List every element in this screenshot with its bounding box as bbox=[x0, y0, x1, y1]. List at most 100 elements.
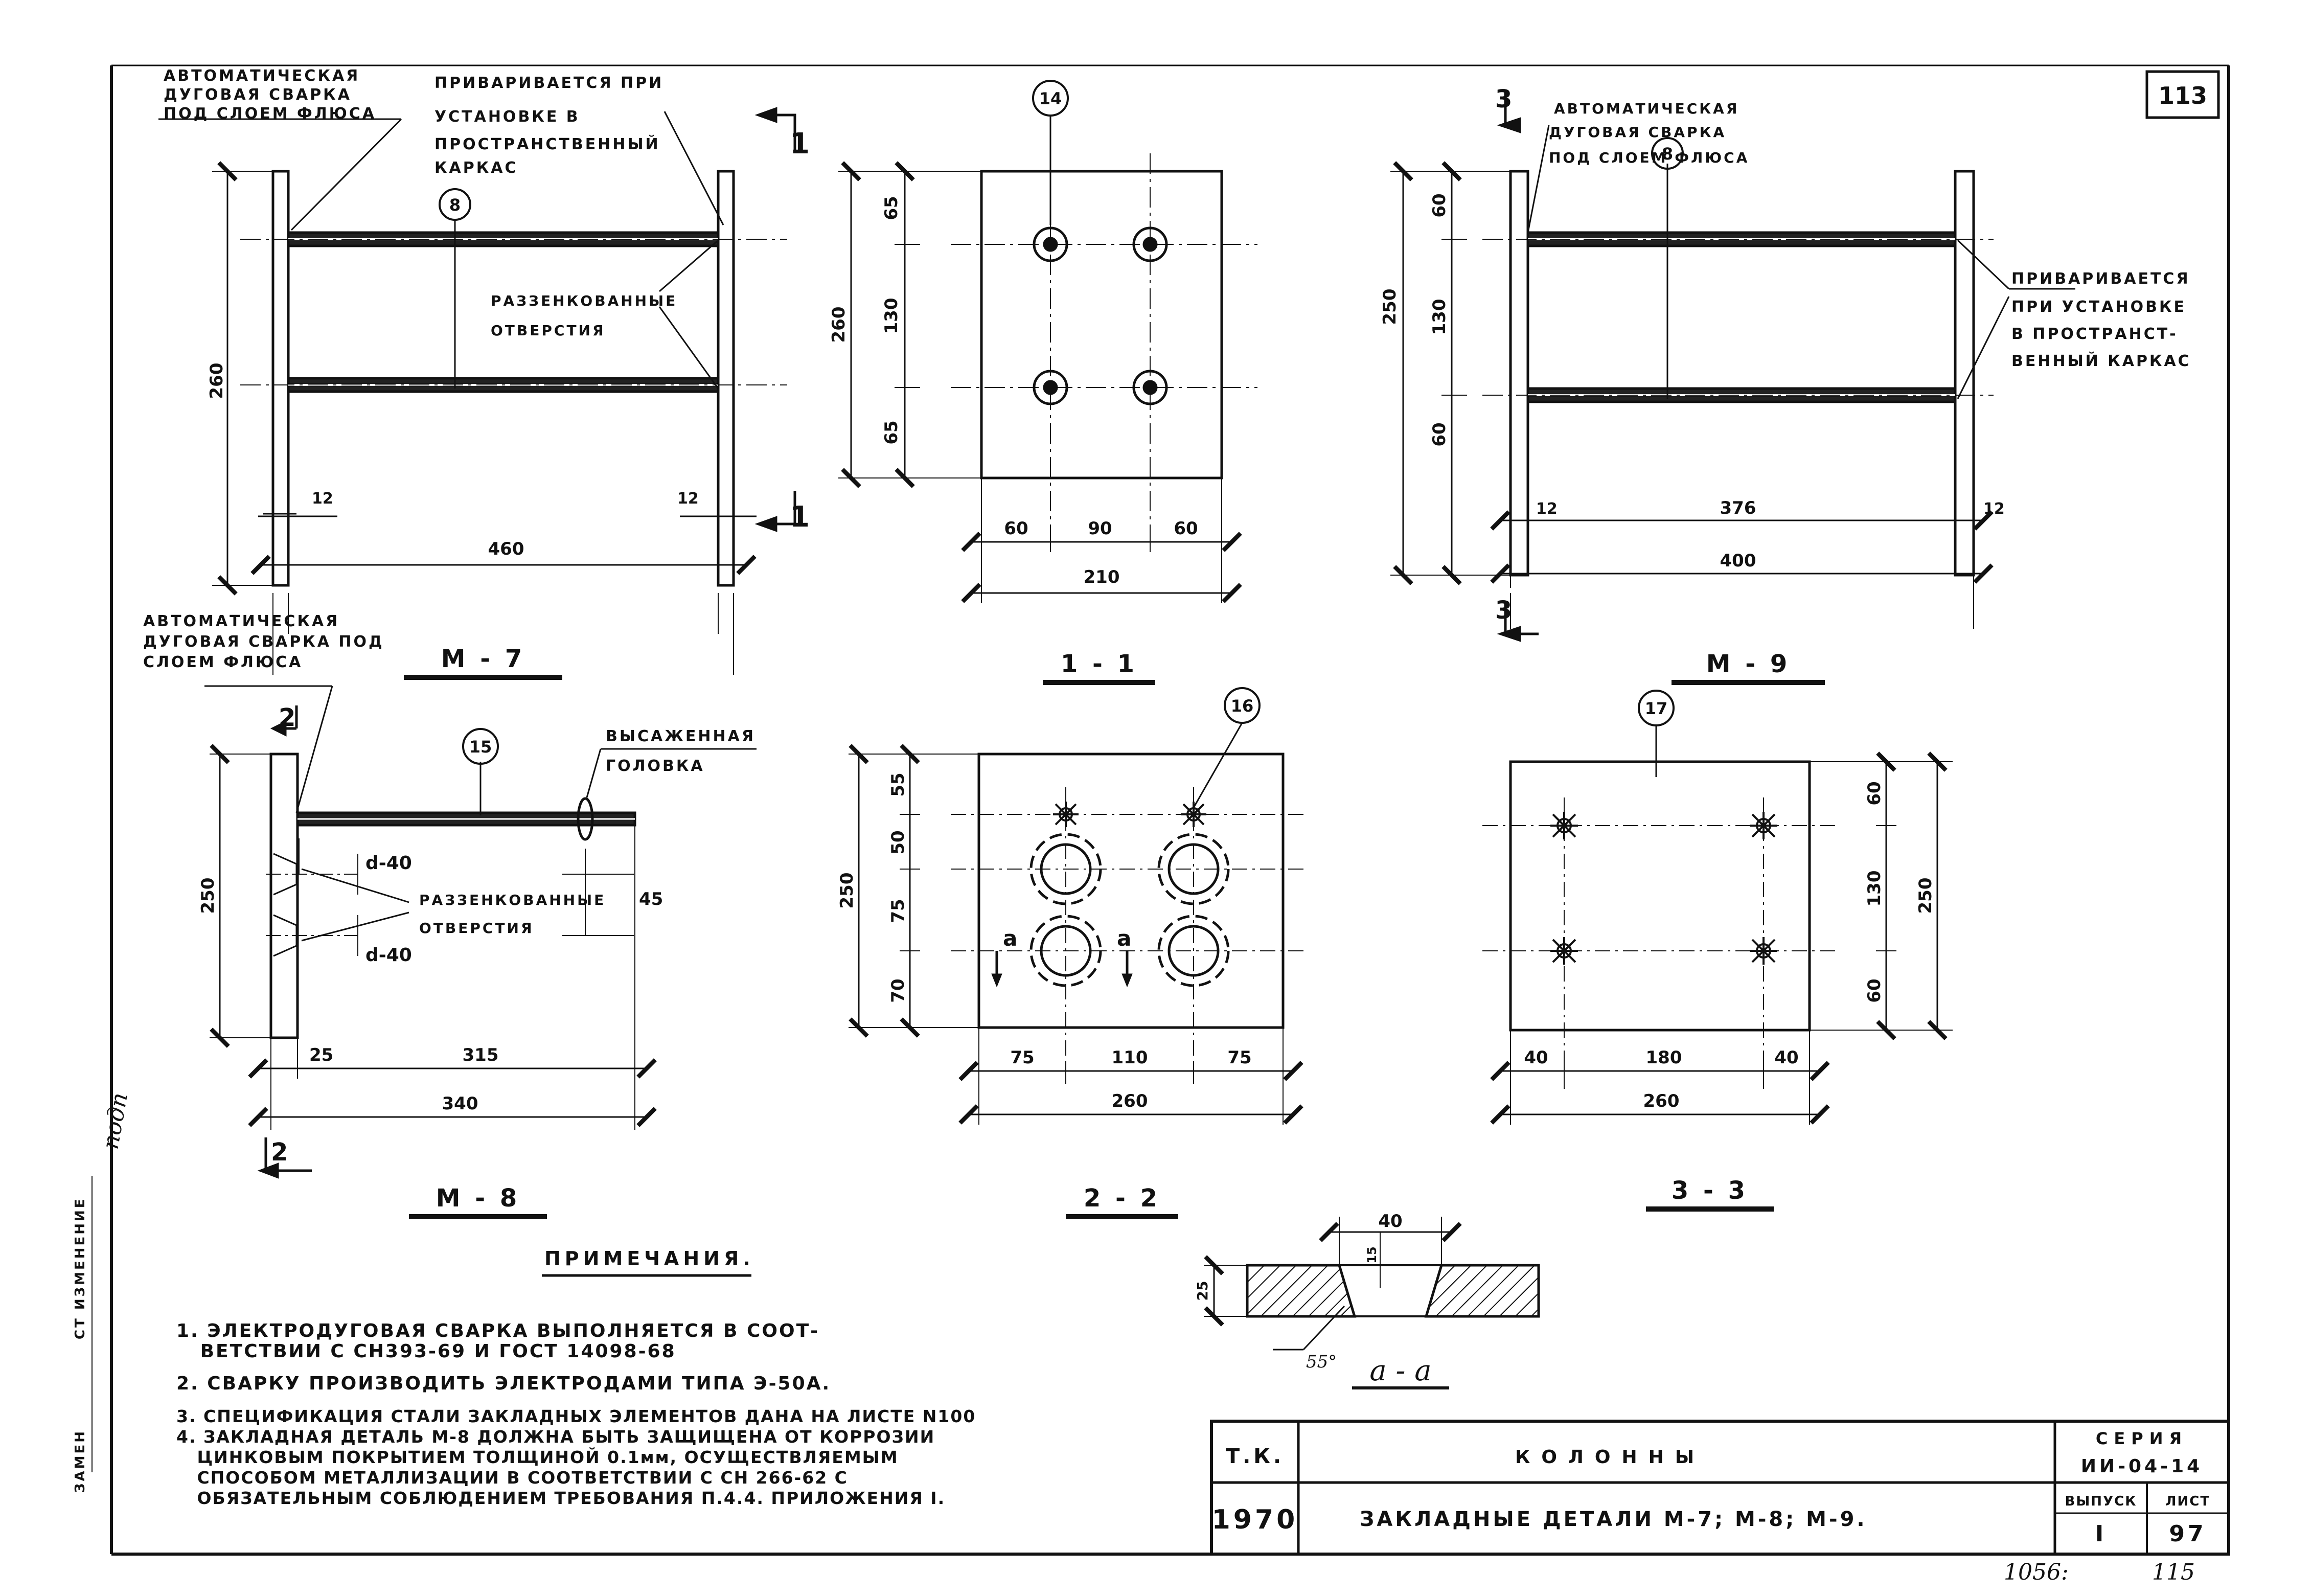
2-2-item-number: 16 bbox=[1231, 696, 1254, 716]
stamp-year: 1970 bbox=[1212, 1504, 1298, 1535]
m7-install-note-1: ПРИВАРИВАЕТСЯ ПРИ bbox=[434, 74, 663, 92]
note-line-5: 4. ЗАКЛАДНАЯ ДЕТАЛЬ М-8 ДОЛЖНА БЫТЬ ЗАЩИ… bbox=[176, 1427, 935, 1447]
2-2-dim-height: 250 bbox=[837, 873, 857, 909]
stamp-series-value: ИИ-04-14 bbox=[2081, 1456, 2203, 1477]
note-line-6: ЦИНКОВЫМ ПОКРЫТИЕМ ТОЛЩИНОЙ 0.1мм, ОСУЩЕ… bbox=[176, 1447, 899, 1467]
m7-section-mark-bottom: 1 bbox=[790, 500, 810, 534]
section-2-2 bbox=[849, 687, 1309, 1219]
m7-title: М - 7 bbox=[441, 645, 525, 673]
1-1-dim-mid: 130 bbox=[881, 298, 902, 334]
1-1-dim-height: 260 bbox=[829, 307, 849, 343]
m8-weld-note-2: ДУГОВАЯ СВАРКА ПОД bbox=[143, 633, 384, 651]
m7-weld-note-3: ПОД СЛОЕМ ФЛЮСА bbox=[164, 105, 376, 123]
m8-dim-height: 250 bbox=[198, 878, 218, 914]
title-block-text: Т.К. 1970 КОЛОННЫ ЗАКЛАДНЫЕ ДЕТАЛИ М-7; … bbox=[1212, 1429, 2210, 1547]
2-2-text: 16 55 50 75 70 250 a a 75 110 75 260 2 -… bbox=[837, 696, 1253, 1213]
1-1-dim-w1: 60 bbox=[1004, 518, 1028, 539]
m9-install-note-1: ПРИВАРИВАЕТСЯ bbox=[2011, 270, 2190, 288]
margin-label-1: ЗАМЕН bbox=[73, 1429, 88, 1493]
stamp-sheet-label: ЛИСТ bbox=[2165, 1494, 2210, 1509]
notes-heading: ПРИМЕЧАНИЯ. bbox=[544, 1247, 754, 1270]
m8-weld-note-3: СЛОЕМ ФЛЮСА bbox=[143, 653, 303, 671]
stamp-issue-label: ВЫПУСК bbox=[2065, 1494, 2137, 1509]
m8-dim-45: 45 bbox=[639, 889, 663, 909]
m8-weld-note-1: АВТОМАТИЧЕСКАЯ bbox=[143, 612, 339, 630]
handwritten-page: 115 bbox=[2152, 1559, 2195, 1585]
m7-weld-note-1: АВТОМАТИЧЕСКАЯ bbox=[164, 67, 360, 85]
3-3-dim-top: 60 bbox=[1864, 781, 1885, 805]
m8-section-mark-bottom: 2 bbox=[271, 1138, 288, 1167]
3-3-dim-height: 250 bbox=[1915, 878, 1936, 914]
3-3-dim-w1: 40 bbox=[1524, 1047, 1548, 1068]
m9-section-mark-top: 3 bbox=[1495, 85, 1512, 113]
m9-dim-left: 12 bbox=[1536, 500, 1558, 518]
a-a-angle: 55° bbox=[1306, 1352, 1337, 1372]
m7-holes-note-1: РАЗЗЕНКОВАННЫЕ bbox=[491, 292, 677, 309]
m9-title: М - 9 bbox=[1706, 650, 1791, 678]
detail-m8 bbox=[204, 685, 757, 1219]
section-3-3 bbox=[1482, 690, 1953, 1212]
2-2-cut-mark-left: a bbox=[1003, 926, 1017, 951]
1-1-text: 14 65 130 65 260 60 90 60 210 1 - 1 bbox=[829, 89, 1198, 678]
margin-strip: ЗАМЕН СТ ИЗМЕНЕНИЕ подп bbox=[73, 1091, 133, 1493]
m9-install-note-3: В ПРОСТРАНСТ- bbox=[2011, 325, 2178, 343]
note-line-7: СПОСОБОМ МЕТАЛЛИЗАЦИИ В СООТВЕТСТВИИ С С… bbox=[176, 1468, 848, 1488]
3-3-text: 17 60 130 60 250 40 180 40 260 3 - 3 bbox=[1524, 699, 1936, 1205]
notes-block: ПРИМЕЧАНИЯ. 1. ЭЛЕКТРОДУГОВАЯ СВАРКА ВЫП… bbox=[176, 1247, 976, 1508]
a-a-dim-40: 40 bbox=[1378, 1211, 1402, 1232]
3-3-dim-mid: 130 bbox=[1864, 871, 1885, 907]
m8-dim-width: 340 bbox=[442, 1093, 478, 1114]
m8-head-note-2: ГОЛОВКА bbox=[606, 757, 705, 775]
3-3-rod-stars bbox=[1550, 812, 1777, 965]
2-2-dim-50: 50 bbox=[888, 830, 908, 854]
m9-item-number: 8 bbox=[1662, 144, 1673, 164]
1-1-dim-w3: 60 bbox=[1174, 518, 1198, 539]
stamp-series-label: СЕРИЯ bbox=[2096, 1429, 2188, 1448]
m8-dim-25: 25 bbox=[309, 1045, 333, 1065]
3-3-dim-bot: 60 bbox=[1864, 978, 1885, 1002]
m9-dim-height: 250 bbox=[1380, 289, 1400, 325]
handwritten-number: 1056: bbox=[2004, 1559, 2069, 1585]
m8-title: М - 8 bbox=[436, 1184, 520, 1213]
m8-holes-note-1: РАЗЗЕНКОВАННЫЕ bbox=[419, 892, 606, 908]
m7-dim-height: 260 bbox=[207, 363, 227, 399]
1-1-dim-bot: 65 bbox=[881, 420, 902, 444]
m9-install-note-4: ВЕННЫЙ КАРКАС bbox=[2011, 352, 2191, 370]
m9-dim-right: 12 bbox=[1983, 500, 2005, 518]
2-2-dim-w2: 110 bbox=[1112, 1047, 1148, 1068]
sheet-number-box: 113 bbox=[2145, 70, 2220, 119]
1-1-dim-w2: 90 bbox=[1088, 518, 1112, 539]
m7-section-mark-top: 1 bbox=[790, 127, 810, 161]
section-1-1 bbox=[838, 80, 1257, 685]
m7-dim-left: 12 bbox=[312, 490, 333, 508]
m8-dim-315: 315 bbox=[463, 1045, 499, 1065]
2-2-dim-w3: 75 bbox=[1227, 1047, 1251, 1068]
sheet-number: 113 bbox=[2158, 82, 2207, 109]
1-1-title: 1 - 1 bbox=[1061, 650, 1137, 678]
note-line-8: ОБЯЗАТЕЛЬНЫМ СОБЛЮДЕНИЕМ ТРЕБОВАНИЯ П.4.… bbox=[176, 1488, 945, 1508]
m9-install-note-2: ПРИ УСТАНОВКЕ bbox=[2011, 298, 2186, 316]
section-a-a bbox=[1204, 1217, 1540, 1389]
3-3-title: 3 - 3 bbox=[1672, 1176, 1748, 1205]
m9-weld-note-1: АВТОМАТИЧЕСКАЯ bbox=[1554, 100, 1739, 117]
a-a-dim-25: 25 bbox=[1194, 1281, 1211, 1301]
m9-dim-top: 60 bbox=[1429, 193, 1450, 217]
note-line-4: 3. СПЕЦИФИКАЦИЯ СТАЛИ ЗАКЛАДНЫХ ЭЛЕМЕНТО… bbox=[176, 1406, 976, 1426]
note-line-2: ВЕТСТВИИ С СН393-69 И ГОСТ 14098-68 bbox=[176, 1341, 676, 1362]
m8-text: АВТОМАТИЧЕСКАЯ ДУГОВАЯ СВАРКА ПОД СЛОЕМ … bbox=[143, 612, 753, 1213]
2-2-cut-mark-right: a bbox=[1117, 926, 1131, 951]
m7-item-number: 8 bbox=[449, 195, 461, 215]
2-2-countersunk-holes bbox=[1029, 833, 1230, 987]
stamp-issue-value: I bbox=[2095, 1521, 2107, 1547]
m7-holes-note-2: ОТВЕРСТИЯ bbox=[491, 322, 606, 339]
m7-install-note-4: КАРКАС bbox=[434, 159, 518, 177]
3-3-dim-w3: 40 bbox=[1774, 1047, 1798, 1068]
m8-section-mark-top: 2 bbox=[279, 703, 295, 732]
m8-item-number: 15 bbox=[469, 737, 492, 757]
2-2-dim-75: 75 bbox=[888, 899, 908, 923]
2-2-dim-width: 260 bbox=[1112, 1091, 1148, 1111]
m8-d-top: d-40 bbox=[365, 853, 412, 874]
m9-weld-note-2: ДУГОВАЯ СВАРКА bbox=[1549, 124, 1726, 141]
2-2-dim-70: 70 bbox=[888, 978, 908, 1002]
2-2-dim-w1: 75 bbox=[1010, 1047, 1034, 1068]
